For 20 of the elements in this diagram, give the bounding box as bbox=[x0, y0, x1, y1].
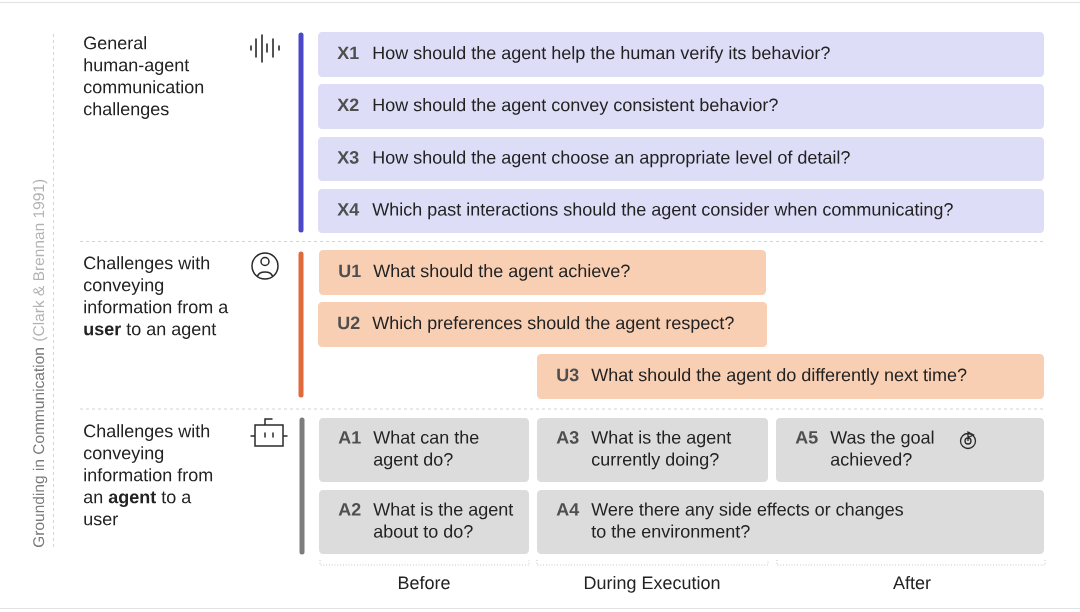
question-box: A2 What is the agent about to do? bbox=[319, 490, 529, 554]
question-box: X4 Which past interactions should the agent consider when communicating? bbox=[318, 189, 1044, 233]
vertical-label: (Clark & Brennan 1991) bbox=[32, 179, 48, 341]
vertical-label: Grounding in Communication bbox=[32, 348, 48, 547]
column-label: Before bbox=[398, 575, 450, 590]
category-label: Challenges with conveying information from a user to an agent bbox=[84, 256, 229, 339]
question-box: X1 How should the agent help the human verify its behavior? bbox=[318, 32, 1044, 77]
question-box: X2 How should the agent convey consistent behavior? bbox=[318, 84, 1044, 129]
question-box: U2 Which preferences should the agent respect? bbox=[318, 302, 767, 347]
question-box: A5 Was the goal achieved? bbox=[776, 418, 1044, 482]
question-box: A4 Were there any side effects or changes to the environment? bbox=[537, 490, 1044, 554]
question-box: U1 What should the agent achieve? bbox=[319, 250, 766, 295]
category-label: Challenges with conveying information from an agent to a user bbox=[84, 424, 213, 526]
question-box: X3 How should the agent choose an appropriate level of detail? bbox=[318, 137, 1044, 181]
column-label: During Execution bbox=[584, 575, 720, 593]
question-box: U3 What should the agent do differently next time? bbox=[537, 354, 1044, 399]
question-box: A1 What can the agent do? bbox=[319, 418, 529, 482]
question-box: A3 What is the agent currently doing? bbox=[537, 418, 768, 482]
category-label: General human-agent communication challenges bbox=[84, 36, 204, 119]
column-label: After bbox=[893, 575, 931, 590]
